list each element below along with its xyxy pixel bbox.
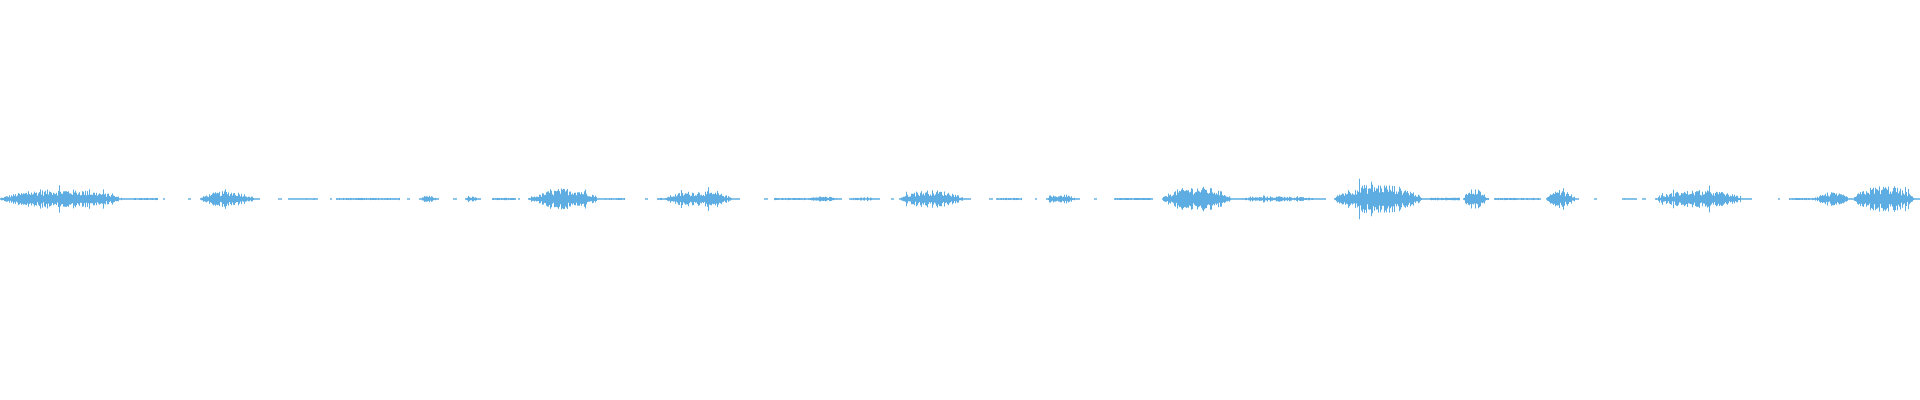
waveform-silence-dot (891, 198, 894, 200)
waveform-peaks (0, 178, 1920, 220)
waveform-silence-dot (1594, 198, 1597, 200)
waveform-silence-dot (764, 198, 768, 200)
waveform-silence-dots (163, 198, 1780, 200)
waveform-silence-dot (795, 198, 797, 200)
waveform-silence-dot (1478, 198, 1480, 200)
waveform-silence-dot (407, 198, 410, 200)
waveform-silence-dot (1778, 198, 1780, 200)
waveform-peak-path (0, 178, 1920, 220)
waveform-silence-dot (278, 198, 282, 200)
waveform-silence-dot (518, 198, 520, 200)
waveform-silence-dot (1148, 198, 1150, 200)
waveform-silence-dot (1035, 198, 1037, 200)
waveform-silence-dot (453, 198, 457, 200)
waveform-silence-dot (330, 198, 332, 200)
waveform-silence-dot (645, 198, 648, 200)
waveform-silence-dot (163, 198, 165, 200)
waveform-silence-dot (1137, 198, 1141, 200)
waveform-silence-dot (1642, 198, 1646, 200)
waveform-silence-dot (989, 198, 993, 200)
waveform-silence-dot (1254, 198, 1257, 200)
waveform-silence-dot (1344, 198, 1348, 200)
waveform-silence-dot (1094, 198, 1097, 200)
waveform-silence-dot (188, 198, 191, 200)
